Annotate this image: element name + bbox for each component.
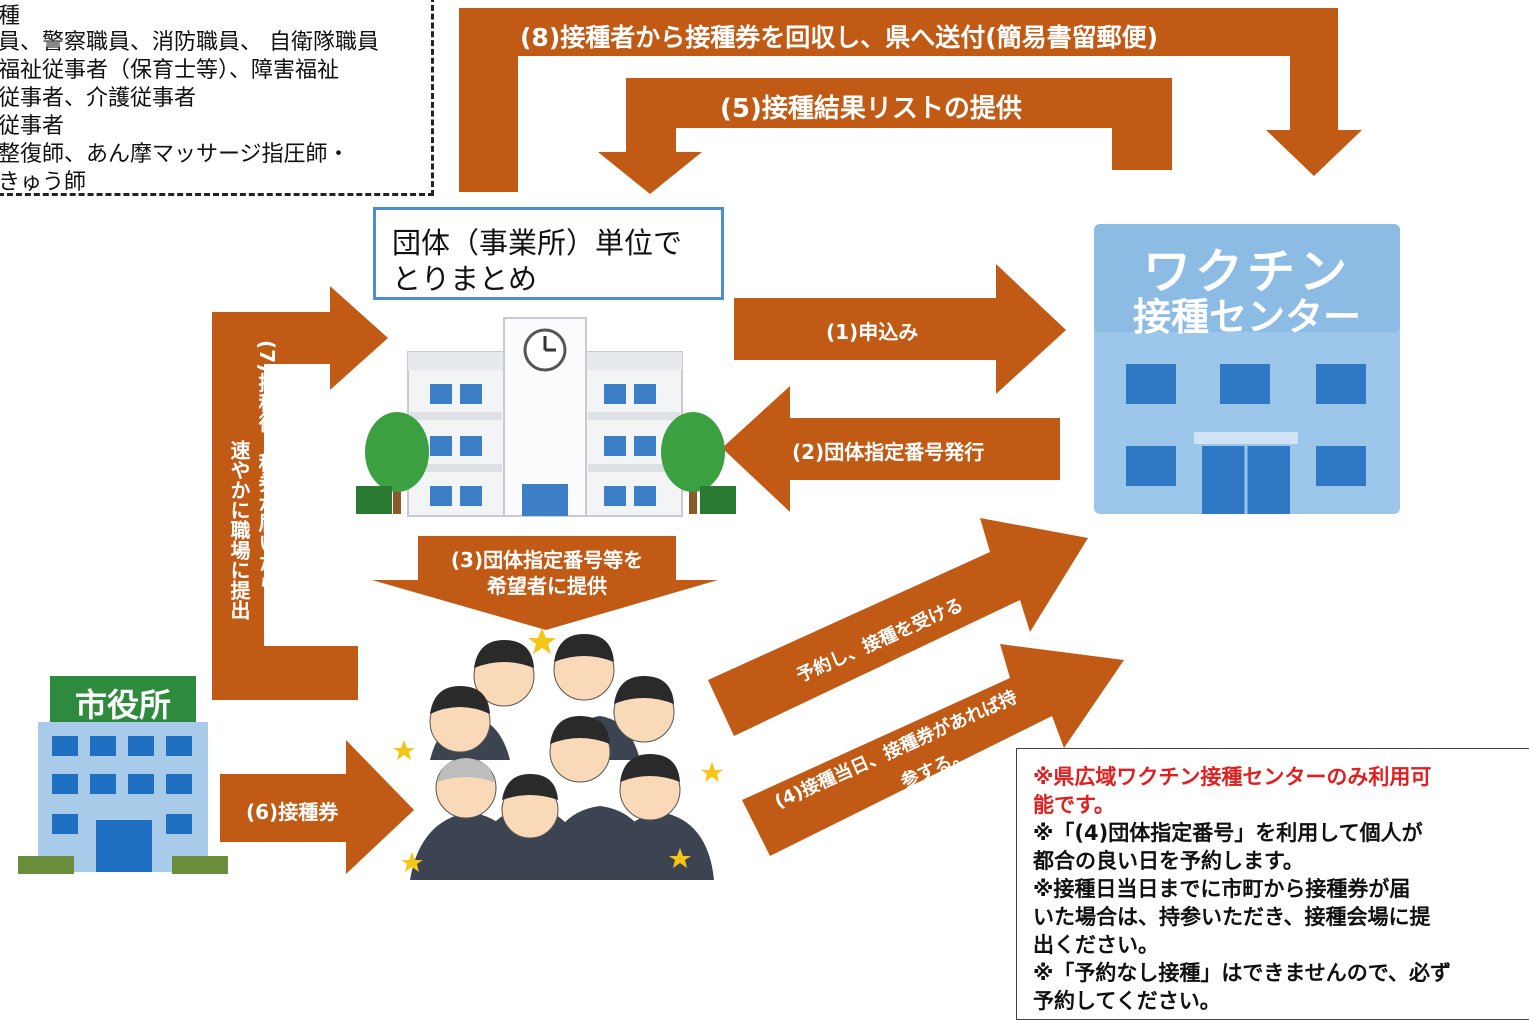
group-box-line2: とりまとめ [392, 262, 538, 296]
tree-icon [356, 412, 736, 514]
arrow-step5 [598, 78, 1172, 194]
note-line: いた場合は、持参いただき、接種会場に提 [1033, 905, 1431, 929]
center-title-line1: ワクチン [1142, 244, 1351, 300]
group-aggregation-box: 団体（事業所）単位で とりまとめ [373, 207, 724, 300]
label-step2: (2)団体指定番号発行 [792, 440, 985, 464]
people-group-icon [410, 634, 714, 880]
note-line: 都合の良い日を予約します。 [1033, 849, 1304, 873]
city-hall-sign: 市役所 [74, 686, 171, 724]
arrow-step8 [459, 8, 1362, 192]
arrow-step3 [372, 536, 718, 630]
vaccine-center-icon [1094, 224, 1400, 514]
eligible-line: 従事者 [0, 114, 65, 139]
arrow-step1 [734, 264, 1066, 394]
label-step5: (5)接種結果リストの提供 [720, 94, 1022, 124]
eligible-line: 員、警察職員、消防職員、 自衛隊職員 [0, 30, 379, 55]
eligible-line: 福祉従事者（保育士等）、障害福祉 [0, 58, 340, 83]
arrow-step4a [708, 518, 1088, 736]
clock-icon [523, 328, 567, 372]
arrow-step7 [212, 286, 388, 700]
label-step3-line1: (3)団体指定番号等を [450, 548, 644, 572]
note-line: 予約してください。 [1033, 989, 1221, 1013]
city-hall-icon [18, 676, 228, 874]
notes-box: ※県広域ワクチン接種センターのみ利用可 能です。 ※「(4)団体指定番号」を利用… [1016, 748, 1529, 1020]
note-line: 能です。 [1033, 793, 1115, 817]
building-icon [407, 317, 683, 517]
note-line: ※接種日当日までに市町から接種券が届 [1033, 877, 1411, 901]
center-title-line2: 接種センター [1132, 295, 1361, 339]
label-step1: (1)申込み [826, 320, 919, 344]
group-box-line1: 団体（事業所）単位で [392, 226, 683, 260]
label-step8: (8)接種者から接種券を回収し、県へ送付(簡易書留郵便) [520, 23, 1159, 52]
star-icon [393, 628, 723, 872]
label-step7-col1: (7)接種後、種券が届いたら、 [255, 340, 279, 613]
eligible-line: 整復師、あん摩マッサージ指圧師・ [0, 142, 350, 167]
note-line: ※「(4)団体指定番号」を利用して個人が [1033, 821, 1423, 845]
arrow-step6 [220, 740, 414, 874]
eligible-line: きゅう師 [0, 170, 87, 195]
label-step3-line2: 希望者に提供 [487, 574, 607, 598]
arrow-step2 [722, 386, 1060, 512]
note-line: ※「予約なし接種」はできませんので、必ず [1033, 961, 1451, 985]
eligible-line: 種 [0, 4, 21, 29]
eligible-workers-box: 種 員、警察職員、消防職員、 自衛隊職員 福祉従事者（保育士等）、障害福祉 従事… [0, 0, 434, 196]
eligible-line: 従事者、介護従事者 [0, 86, 197, 111]
label-step7-col2: 速やかに職場に提出 [227, 440, 251, 620]
note-line: 出ください。 [1033, 933, 1159, 957]
label-step6: (6)接種券 [246, 800, 339, 824]
arrow-step4b [742, 644, 1124, 856]
note-line: ※県広域ワクチン接種センターのみ利用可 [1033, 765, 1432, 789]
